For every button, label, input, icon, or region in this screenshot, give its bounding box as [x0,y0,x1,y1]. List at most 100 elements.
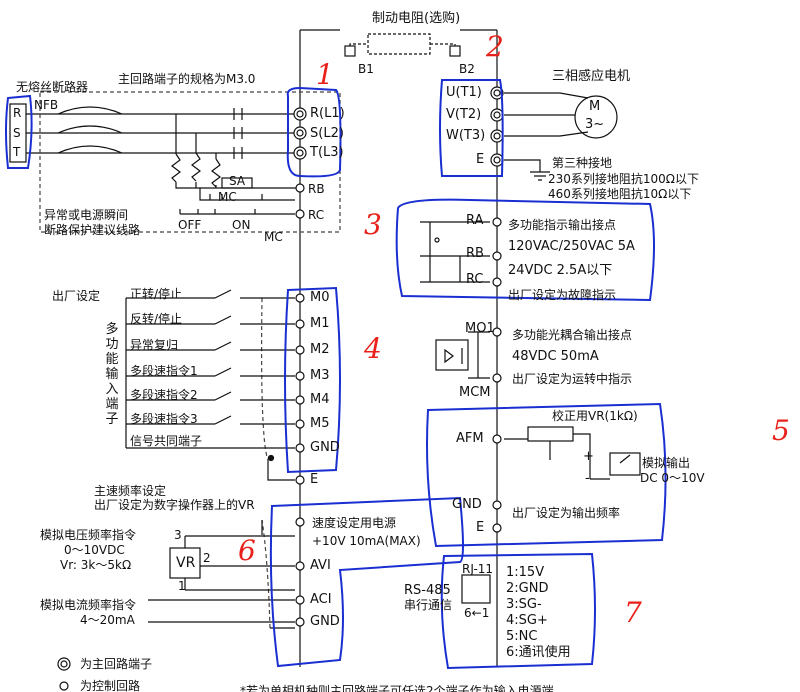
b2-label: B2 [459,62,475,76]
annotation-7: 7 [624,596,642,629]
volt-cmd-label: 模拟电压频率指令 [40,528,137,542]
terminal-ra: RA [466,213,484,228]
relay-ac: 120VAC/250VAC 5A [508,239,635,254]
fault-reset-label: 异常复归 [130,338,179,352]
terminal-m3: M3 [310,368,330,383]
sa-label: SA [229,174,246,188]
pin-comm: 6:通讯使用 [506,645,571,660]
bottom-note: *若为单相机种则主回路端子可任选2个端子作为输入电源端 [240,684,554,692]
terminal-s-l2: S(L2) [310,126,344,141]
ground-230: 230系列接地阻抗100Ω以下 [548,172,699,186]
analog-range-label: DC 0～10V [640,471,705,485]
terminal-rc-relay: RC [466,272,484,287]
terminal-gnd-input: GND [310,440,340,455]
pin-2: 2 [203,551,211,565]
relay-title: 多功能指示输出接点 [508,218,617,232]
speed-psu-spec: +10V 10mA(MAX) [312,534,421,548]
factory-label: 出厂设定 [52,289,101,303]
terminal-rb-relay: RB [466,246,484,261]
terminal-e-main: E [476,152,485,167]
b1-label: B1 [358,62,374,76]
annotation-4: 4 [364,332,382,365]
curr-cmd-label: 模拟电流频率指令 [40,598,137,612]
terminal-rc: RC [308,208,325,222]
terminal-m0: M0 [310,290,330,305]
signal-common-label: 信号共同端子 [130,434,203,448]
terminal-avi: AVI [310,558,331,573]
pin-3: 3 [174,528,182,542]
t-input: T [13,145,21,159]
terminal-m4: M4 [310,392,330,407]
vr-range-label: Vr: 3k～5kΩ [60,558,132,572]
pin-nc: 5:NC [506,629,538,644]
pin-gnd: 2:GND [506,581,549,596]
terminal-t-l3: T(L3) [310,145,344,160]
pin-15v: 1:15V [506,565,545,580]
s-input: S [13,126,21,140]
ground-class: 第三种接地 [552,156,613,170]
analog-out-label: 模拟输出 [642,456,691,470]
pin-sg-minus: 3:SG- [506,597,542,612]
terminal-m2: M2 [310,342,330,357]
pin-sg-plus: 4:SG+ [506,613,548,628]
speed3-label: 多段速指令3 [130,412,198,426]
r-input: R [13,106,22,120]
fault-line-2: 断路保护建议线路 [44,223,141,237]
terminal-e-input: E [310,472,319,487]
main-freq-2: 出厂设定为数字操作器上的VR [94,498,255,512]
terminal-v-t2: V(T2) [446,107,482,122]
motor-m: M [589,99,601,114]
annotation-2: 2 [486,30,504,63]
relay-dc: 24VDC 2.5A以下 [508,263,613,278]
legend-ctrl: 为控制回路 [80,679,141,692]
rev-stop-label: 反转/停止 [130,312,183,326]
annotation-1: 1 [316,58,334,91]
volt-range-label: 0～10VDC [64,543,125,557]
speed-psu-label: 速度设定用电源 [312,516,397,530]
relay-factory: 出厂设定为故障指示 [508,288,617,302]
mc-label-2: MC [264,230,283,244]
fault-line-1: 异常或电源瞬间 [44,208,129,222]
serial-label: 串行通信 [404,598,453,612]
motor-phase: 3~ [585,117,605,132]
vr-label: VR [176,555,196,571]
photo-factory: 出厂设定为运转中指示 [512,372,633,386]
terminal-mo1: MO1 [465,321,495,336]
main-freq-1: 主速频率设定 [94,484,167,498]
afm-factory-label: 出厂设定为输出频率 [512,506,621,520]
brake-resistor-label: 制动电阻(选购) [372,11,461,26]
fwd-stop-label: 正转/停止 [130,287,183,301]
terminal-w-t3: W(T3) [446,128,486,143]
rs485-label: RS-485 [404,583,451,598]
rj11-label: RJ-11 [462,562,494,576]
annotation-3: 3 [364,208,382,241]
terminal-r-l1: R(L1) [310,106,345,121]
pin-1: 1 [178,579,186,593]
terminal-m5: M5 [310,416,330,431]
off-label: OFF [178,218,202,232]
on-label: ON [232,218,251,232]
photo-title: 多功能光耦合输出接点 [512,328,633,342]
terminal-e-afm: E [476,520,485,535]
breaker-label: 无熔丝断路器 [16,80,89,94]
multi-input-label: 多功能输入端子 [105,322,119,427]
legend-main: 为主回路端子 [80,657,153,671]
nfb-label: NFB [34,98,59,112]
motor-title: 三相感应电机 [552,69,631,84]
terminal-gnd-analog: GND [310,614,340,629]
annotation-5: 5 [772,414,790,447]
annotation-6: 6 [238,534,256,567]
photo-spec: 48VDC 50mA [512,349,599,364]
ground-460: 460系列接地阻抗10Ω以下 [548,187,692,201]
terminal-afm: AFM [456,431,484,446]
terminal-gnd-afm: GND [452,497,482,512]
main-spec-label: 主回路端子的规格为M3.0 [118,72,256,86]
curr-range-label: 4～20mA [80,613,135,627]
calib-label: 校正用VR(1kΩ) [552,409,638,423]
terminal-mcm: MCM [459,385,491,400]
terminal-u-t1: U(T1) [446,85,482,100]
terminal-rb: RB [308,182,325,196]
mc-label-1: MC [218,190,237,204]
